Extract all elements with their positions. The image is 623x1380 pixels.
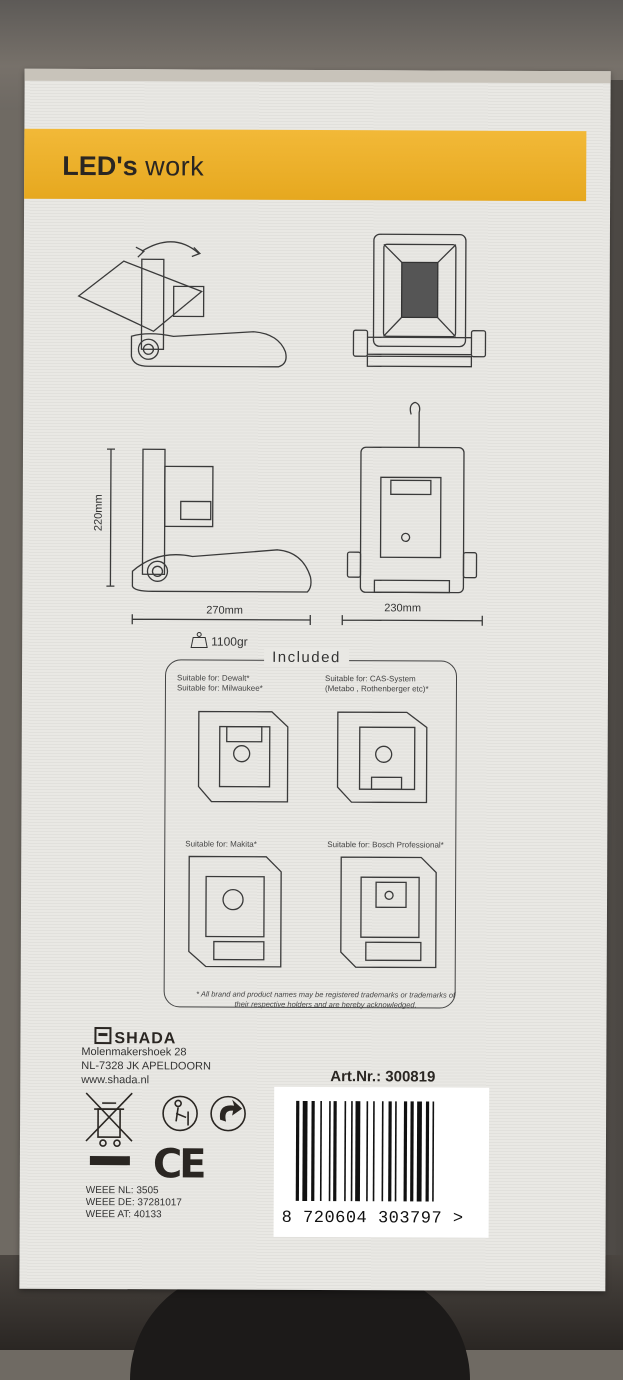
barcode-bars	[295, 1100, 435, 1202]
barcode-bar	[344, 1101, 347, 1202]
weee-at: WEEE AT: 40133	[85, 1209, 162, 1221]
adapter-label-dewalt: Suitable for: Dewalt* Suitable for: Milw…	[176, 673, 263, 693]
adapter-drawing-2	[336, 711, 428, 804]
barcode-bar	[366, 1101, 369, 1202]
barcode-bar	[333, 1101, 337, 1202]
barcode-bar	[350, 1101, 353, 1202]
shada-logo-icon	[94, 1027, 112, 1045]
weee-nl: WEEE NL: 3505	[85, 1185, 159, 1197]
barcode-bar	[394, 1101, 397, 1202]
dimension-depth: 270mm	[206, 604, 244, 617]
product-box: LED's work	[19, 68, 611, 1292]
adapter-drawing-4	[340, 856, 437, 969]
back-view-drawing	[341, 401, 483, 626]
adapter-drawing-3	[188, 855, 282, 968]
recycle-person-icon	[162, 1095, 198, 1132]
barcode-bar	[425, 1101, 430, 1202]
adapter-drawing-1	[197, 710, 289, 803]
barcode-bar	[432, 1101, 435, 1202]
address-line-1: Molenmakershoek 28	[81, 1045, 187, 1059]
solid-bar-icon	[89, 1156, 130, 1166]
weight-icon	[190, 631, 208, 649]
front-view-drawing	[352, 233, 487, 368]
barcode-bar	[319, 1101, 322, 1202]
website: www.shada.nl	[81, 1073, 150, 1087]
adapter-label-cas: Suitable for: CAS-System (Metabo , Rothe…	[324, 674, 429, 694]
trademark-disclaimer: * All brand and product names may be reg…	[196, 989, 456, 1010]
adapter-label-makita: Suitable for: Makita*	[185, 839, 257, 849]
barcode: 8 720604 303797 >	[273, 1086, 490, 1238]
barcode-bar	[302, 1100, 308, 1201]
dimension-height: 220mm	[92, 494, 105, 532]
crossed-bin-icon	[85, 1092, 133, 1147]
ce-mark-icon: CE	[152, 1141, 204, 1188]
adapter-label-bosch: Suitable for: Bosch Professional*	[327, 840, 444, 850]
dimension-width: 230mm	[384, 602, 422, 615]
article-number: Art.Nr.: 300819	[330, 1068, 436, 1086]
barcode-bar	[372, 1101, 375, 1202]
weight-value: 1100gr	[211, 634, 248, 649]
barcode-digits: 8 720604 303797 >	[281, 1208, 464, 1229]
barcode-bar	[410, 1101, 414, 1202]
side-view-drawing	[106, 448, 312, 625]
barcode-bar	[355, 1101, 361, 1202]
included-title: Included	[264, 648, 349, 667]
weee-registrations: WEEE NL: 3505 WEEE DE: 37281017 WEEE AT:…	[86, 1185, 182, 1221]
included-frame	[163, 659, 458, 1009]
technical-drawings	[77, 233, 487, 1166]
barcode-bar	[295, 1100, 300, 1201]
company-address: Molenmakershoek 28 NL-7328 JK APELDOORN …	[81, 1045, 211, 1088]
weee-de: WEEE DE: 37281017	[85, 1197, 182, 1209]
address-line-2: NL-7328 JK APELDOORN	[81, 1059, 211, 1073]
barcode-bar	[403, 1101, 408, 1202]
recycle-arrow-icon	[210, 1095, 246, 1132]
barcode-bar	[381, 1101, 384, 1202]
barcode-bar	[311, 1100, 315, 1202]
barcode-bar	[388, 1101, 392, 1202]
barcode-bar	[328, 1101, 331, 1202]
tilt-view-drawing	[77, 241, 287, 368]
barcode-bar	[416, 1101, 422, 1202]
